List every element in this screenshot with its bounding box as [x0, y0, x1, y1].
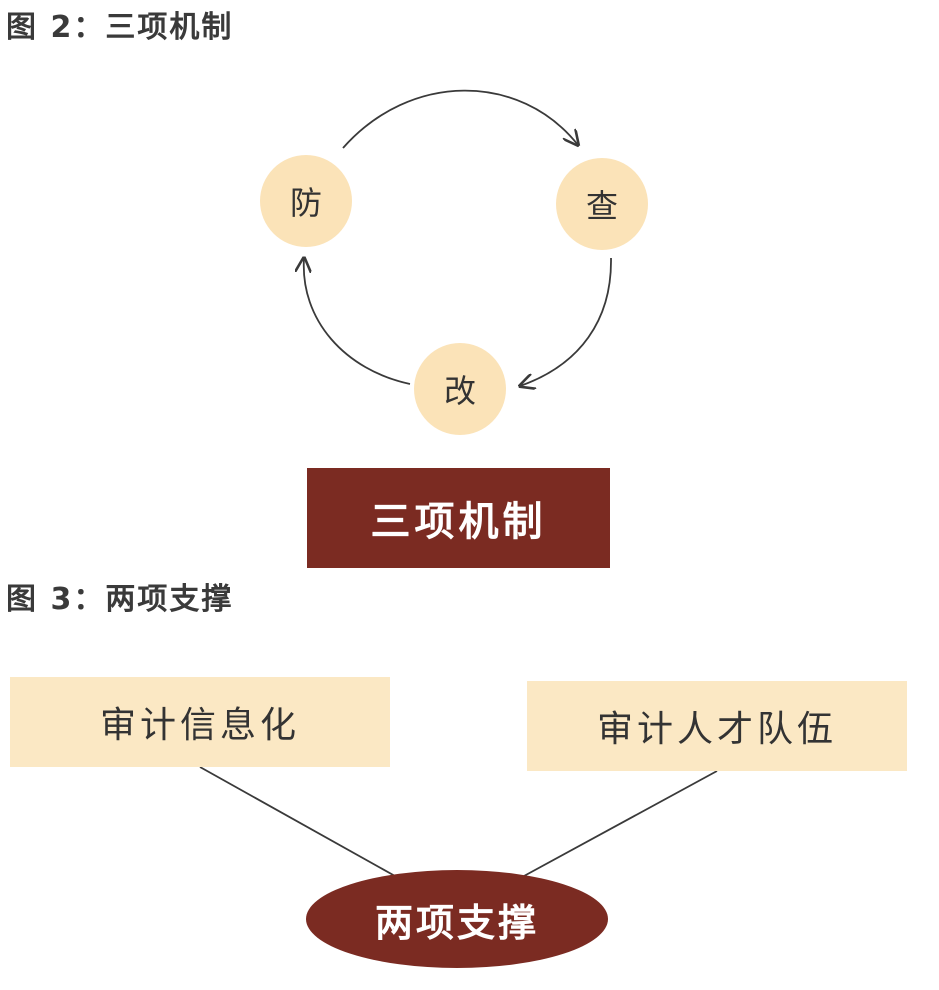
node-cha: 查 [556, 158, 648, 250]
two-supports-ellipse: 两项支撑 [306, 870, 608, 968]
connector-right [523, 770, 718, 877]
figure-3-caption: 图 3：两项支撑 [6, 582, 234, 617]
three-mechanisms-title: 三项机制 [307, 468, 610, 568]
connector-left [199, 766, 396, 877]
arrow-gai-to-fang [304, 258, 411, 385]
node-fang: 防 [260, 155, 352, 247]
figure-2-caption: 图 2：三项机制 [6, 10, 234, 45]
arrow-cha-to-gai [520, 257, 612, 386]
node-gai: 改 [414, 343, 506, 435]
arrow-fang-to-cha [342, 89, 578, 149]
audit-talent-box: 审计人才队伍 [527, 681, 907, 771]
audit-informatization-box: 审计信息化 [10, 677, 390, 767]
